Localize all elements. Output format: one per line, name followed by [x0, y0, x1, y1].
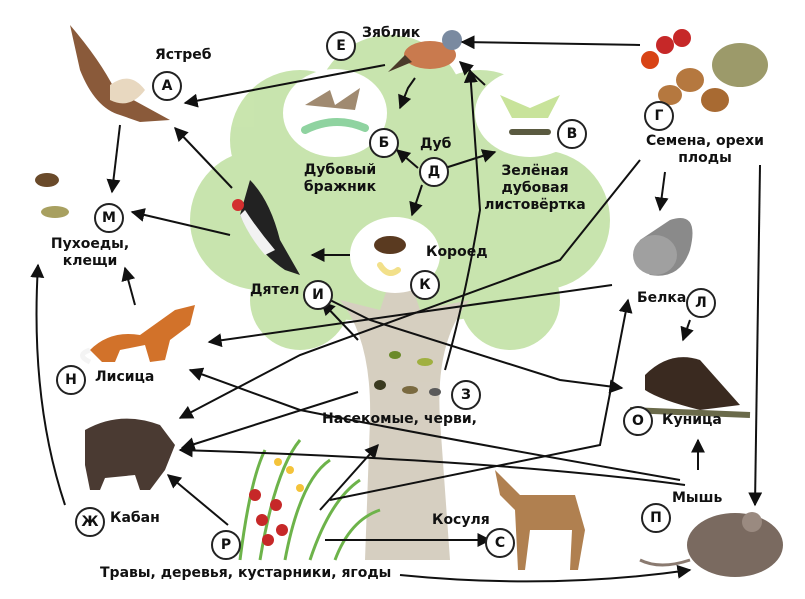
mouse-image — [639, 512, 783, 577]
insects-worms-image — [374, 351, 441, 396]
chaffinch-image — [388, 30, 462, 72]
label-roe-deer: Косуля — [432, 512, 490, 528]
letter-circle-r: Р — [211, 530, 241, 560]
woodpecker-image — [232, 180, 300, 275]
label-oak-hawkmoth: Дубовый бражник — [303, 162, 377, 195]
label-squirrel: Белка — [637, 290, 687, 306]
label-boar: Кабан — [110, 510, 160, 526]
letter-circle-v: В — [557, 119, 587, 149]
label-lice-mites: Пухоеды, клещи — [50, 236, 130, 269]
letter-circle-z: З — [451, 380, 481, 410]
squirrel-image — [633, 218, 693, 276]
letter-circle-s: С — [485, 528, 515, 558]
roe-deer-image — [495, 470, 585, 570]
label-fox: Лисица — [95, 369, 155, 385]
letter-circle-l: Л — [686, 288, 716, 318]
letter-circle-e: Е — [326, 31, 356, 61]
hawk-image — [70, 25, 170, 122]
seeds-nuts-image — [641, 29, 768, 112]
label-plants: Травы, деревья, кустарники, ягоды — [100, 565, 392, 581]
letter-circle-zh: Ж — [75, 507, 105, 537]
label-mouse: Мышь — [672, 490, 723, 506]
letter-circle-o: О — [623, 406, 653, 436]
letter-circle-i: И — [303, 280, 333, 310]
fox-image — [80, 305, 195, 365]
grass-shrub-illustration — [238, 439, 381, 561]
label-insects-worms: Насекомые, черви, — [322, 411, 477, 427]
label-bark-beetle: Короед — [426, 244, 488, 260]
label-chaffinch: Зяблик — [362, 25, 421, 41]
label-hawk: Ястреб — [155, 47, 212, 63]
boar-image — [85, 418, 175, 490]
letter-circle-k: К — [410, 270, 440, 300]
letter-circle-b: Б — [369, 128, 399, 158]
mink-image — [629, 357, 751, 418]
label-oak: Дуб — [420, 136, 452, 152]
label-woodpecker: Дятел — [250, 282, 300, 298]
food-web-arrows — [30, 35, 763, 583]
oak-hawkmoth-vignette — [283, 69, 387, 157]
label-mink: Куница — [662, 412, 722, 428]
label-seeds-nuts: Семена, орехи плоды — [646, 133, 764, 166]
letter-circle-a: А — [152, 71, 182, 101]
label-green-oak-tortrix: Зелёная дубовая листовёртка — [484, 163, 586, 213]
letter-circle-d: Д — [419, 157, 449, 187]
letter-circle-m: М — [94, 203, 124, 233]
letter-circle-p: П — [641, 503, 671, 533]
letter-circle-n: Н — [56, 365, 86, 395]
letter-circle-g: Г — [644, 101, 674, 131]
lice-mites-image — [35, 173, 69, 218]
